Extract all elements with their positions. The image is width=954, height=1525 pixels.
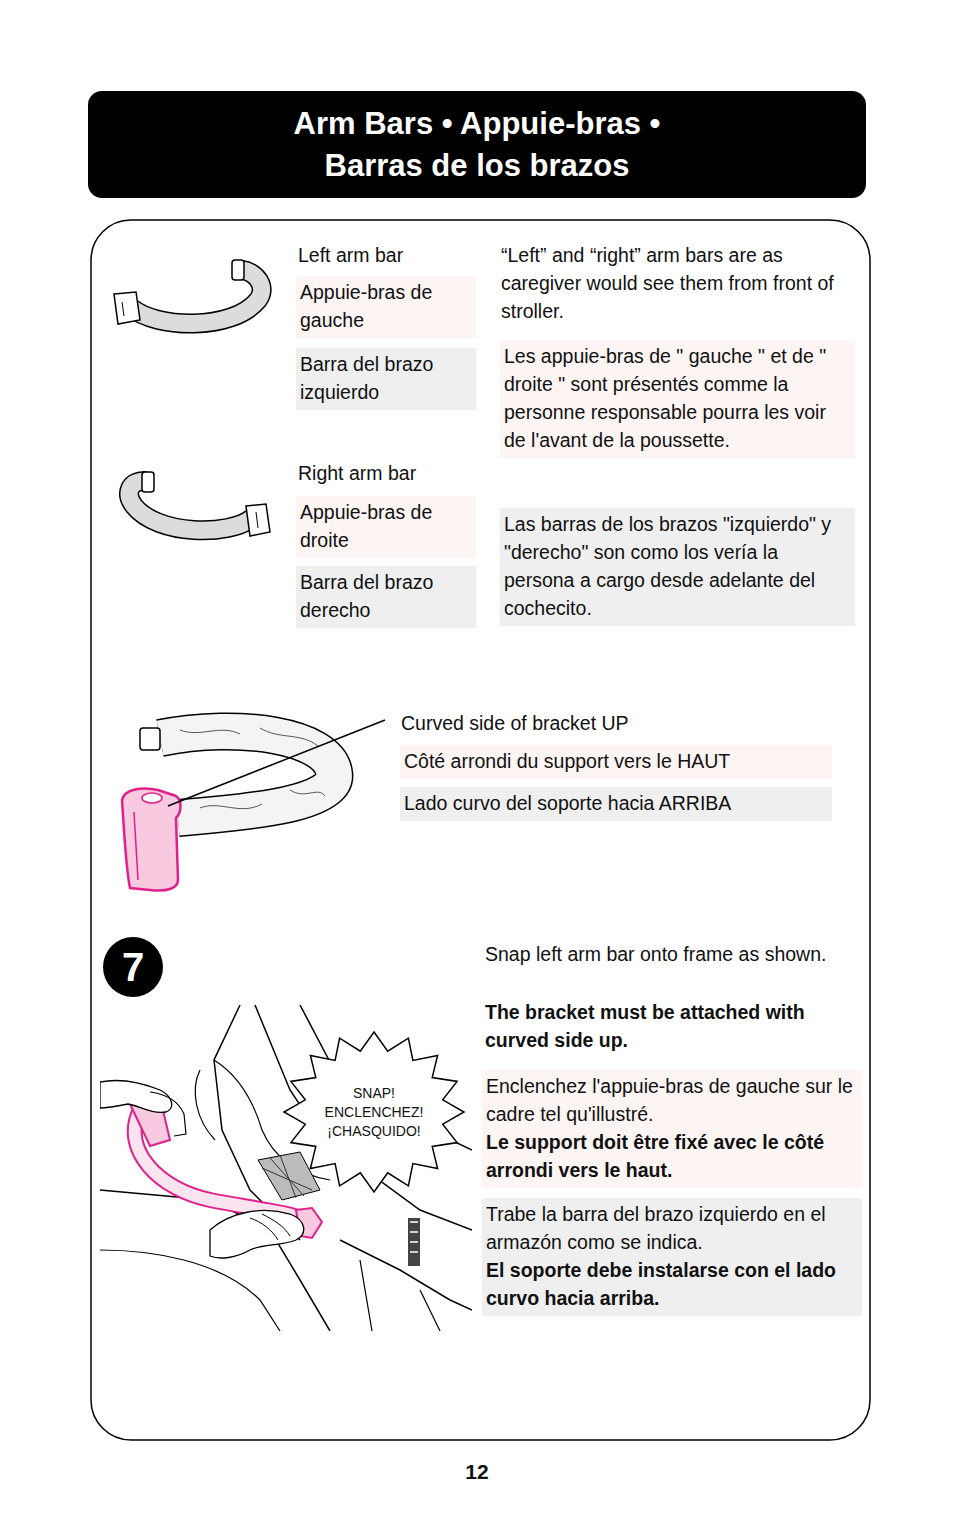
burst-text: SNAP! ENCLENCHEZ! ¡CHASQUIDO! <box>318 1084 430 1141</box>
box-text: Le support doit être fixé avec le côté a… <box>486 1128 858 1184</box>
step-number: 7 <box>103 937 163 997</box>
spanish-part-name: Barra del brazo derecho <box>296 566 476 628</box>
note: “Left” and “right” arm bars are as careg… <box>501 241 853 325</box>
box-text: Côté arrondi du support vers le HAUT <box>404 747 828 775</box>
panel-outline <box>91 220 870 1440</box>
page-number: 12 <box>440 1458 514 1486</box>
part-name: Right arm bar <box>298 459 478 487</box>
instruction: Snap left arm bar onto frame as shown. <box>485 940 861 968</box>
box-text: Barra del brazo izquierdo <box>300 350 472 406</box>
snap-burst: SNAP! ENCLENCHEZ! ¡CHASQUIDO! <box>282 1030 466 1194</box>
leader-line <box>168 720 385 806</box>
spanish-part-name: Barra del brazo izquierdo <box>296 348 476 410</box>
callout-text: Curved side of bracket UP <box>401 709 821 737</box>
box-text: Trabe la barra del brazo izquierdo en el… <box>486 1200 858 1256</box>
french-part-name: Appuie-bras de gauche <box>296 276 476 338</box>
french-note: Les appuie-bras de " gauche " et de " dr… <box>500 340 855 458</box>
warning: The bracket must be attached with curved… <box>485 998 861 1054</box>
step-number-text: 7 <box>122 945 144 989</box>
title-band: Arm Bars • Appuie-bras • Barras de los b… <box>88 91 866 198</box>
left-arm-bar <box>114 260 262 324</box>
burst-shape <box>284 1032 464 1192</box>
right-arm-bar <box>129 472 270 536</box>
spanish-callout: Lado curvo del soporte hacia ARRIBA <box>400 787 832 821</box>
bracket-detail <box>122 720 385 891</box>
part-name: Left arm bar <box>298 241 478 269</box>
box-text: Les appuie-bras de " gauche " et de " dr… <box>504 342 851 454</box>
box-text: Appuie-bras de droite <box>300 498 472 554</box>
french-part-name: Appuie-bras de droite <box>296 496 476 558</box>
box-text: El soporte debe instalarse con el lado c… <box>486 1256 858 1312</box>
spanish-instruction: Trabe la barra del brazo izquierdo en el… <box>482 1198 862 1316</box>
box-text: Enclenchez l'appuie-bras de gauche sur l… <box>486 1072 858 1128</box>
box-text: Lado curvo del soporte hacia ARRIBA <box>404 789 828 817</box>
box-text: Barra del brazo derecho <box>300 568 472 624</box>
box-text: Las barras de los brazos "izquierdo" y "… <box>504 510 851 622</box>
spanish-note: Las barras de los brazos "izquierdo" y "… <box>500 508 855 626</box>
french-instruction: Enclenchez l'appuie-bras de gauche sur l… <box>482 1070 862 1188</box>
stroller-illustration <box>100 1005 472 1331</box>
box-text: Appuie-bras de gauche <box>300 278 472 334</box>
french-callout: Côté arrondi du support vers le HAUT <box>400 745 832 779</box>
title-text: Arm Bars • Appuie-bras • Barras de los b… <box>247 103 707 187</box>
